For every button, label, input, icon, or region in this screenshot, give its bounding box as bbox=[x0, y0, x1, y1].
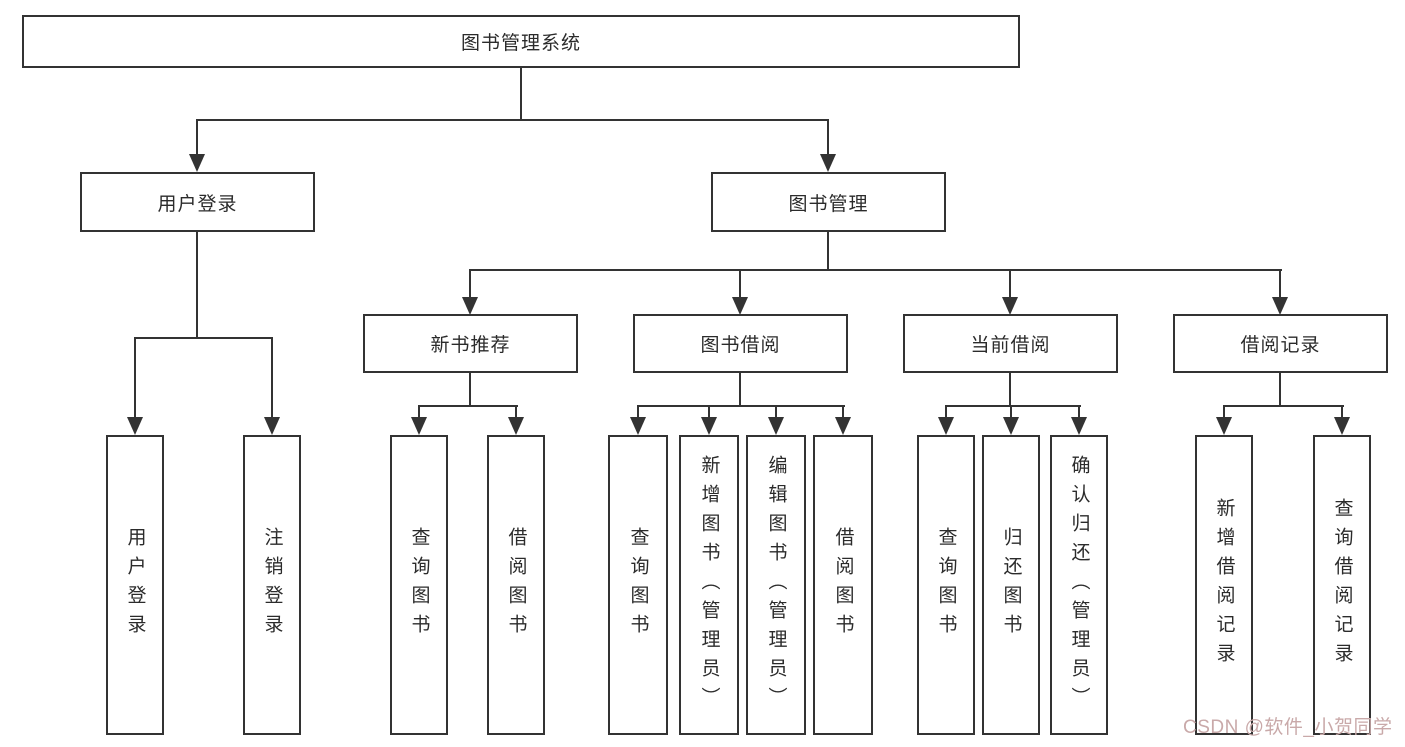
connector-bb-stem bbox=[739, 373, 741, 407]
node-leaf-query-book: 查询图书 bbox=[390, 435, 448, 735]
arrow-down-icon bbox=[820, 154, 836, 172]
csdn-watermark: CSDN @软件_小贺同学 bbox=[1183, 717, 1393, 738]
connector-root-split bbox=[196, 119, 829, 121]
connector-leaf bbox=[1078, 405, 1080, 420]
node-leaf-query-book: 查询图书 bbox=[917, 435, 975, 735]
leaf-label: 编辑图书（管理员） bbox=[765, 454, 787, 716]
connector-user-login-stem bbox=[196, 232, 198, 338]
connector-br-split bbox=[1223, 405, 1344, 407]
node-leaf-logout: 注销登录 bbox=[243, 435, 301, 735]
arrow-down-icon bbox=[1071, 417, 1087, 435]
connector-leaf bbox=[1010, 405, 1012, 420]
connector-cb-split bbox=[945, 405, 1081, 407]
node-leaf-add-borrow-record: 新增借阅记录 bbox=[1195, 435, 1253, 735]
leaf-label: 确认归还（管理员） bbox=[1068, 454, 1090, 716]
node-book-management: 图书管理 bbox=[711, 172, 946, 232]
connector-br-stem bbox=[1279, 373, 1281, 407]
arrow-down-icon bbox=[630, 417, 646, 435]
node-leaf-return-book: 归还图书 bbox=[982, 435, 1040, 735]
node-leaf-query-borrow-record: 查询借阅记录 bbox=[1313, 435, 1371, 735]
arrow-down-icon bbox=[508, 417, 524, 435]
node-library-management-system: 图书管理系统 bbox=[22, 15, 1020, 68]
connector-book-management-split bbox=[469, 269, 1282, 271]
connector-root-stem bbox=[520, 68, 522, 121]
connector-leaf bbox=[515, 405, 517, 420]
leaf-label: 新增图书（管理员） bbox=[698, 454, 720, 716]
connector-leaf bbox=[945, 405, 947, 420]
connector-to-user-login bbox=[196, 119, 198, 158]
node-new-book-recommend: 新书推荐 bbox=[363, 314, 578, 373]
connector-leaf bbox=[708, 405, 710, 420]
leaf-label: 注销登录 bbox=[261, 527, 283, 643]
connector-to-borrow-record bbox=[1279, 269, 1281, 301]
node-current-borrow: 当前借阅 bbox=[903, 314, 1118, 373]
connector-to-new-book-recommend bbox=[469, 269, 471, 301]
leaf-label: 查询借阅记录 bbox=[1331, 498, 1353, 672]
leaf-label: 查询图书 bbox=[627, 527, 649, 643]
arrow-down-icon bbox=[462, 297, 478, 315]
arrow-down-icon bbox=[938, 417, 954, 435]
arrow-down-icon bbox=[127, 417, 143, 435]
connector-leaf bbox=[1341, 405, 1343, 420]
arrow-down-icon bbox=[411, 417, 427, 435]
node-leaf-edit-book-admin: 编辑图书（管理员） bbox=[746, 435, 806, 735]
node-user-login: 用户登录 bbox=[80, 172, 315, 232]
leaf-label: 查询图书 bbox=[408, 527, 430, 643]
node-leaf-user-login: 用户登录 bbox=[106, 435, 164, 735]
arrow-down-icon bbox=[1334, 417, 1350, 435]
connector-nbr-stem bbox=[469, 373, 471, 407]
node-book-borrow: 图书借阅 bbox=[633, 314, 848, 373]
leaf-label: 新增借阅记录 bbox=[1213, 498, 1235, 672]
arrow-down-icon bbox=[264, 417, 280, 435]
node-leaf-borrow-book: 借阅图书 bbox=[813, 435, 873, 735]
node-leaf-borrow-book: 借阅图书 bbox=[487, 435, 545, 735]
connector-leaf bbox=[1223, 405, 1225, 420]
connector-leaf bbox=[842, 405, 844, 420]
arrow-down-icon bbox=[701, 417, 717, 435]
connector-to-current-borrow bbox=[1009, 269, 1011, 301]
connector-leaf bbox=[418, 405, 420, 420]
connector-to-leaf-login bbox=[134, 337, 136, 421]
node-leaf-confirm-return-admin: 确认归还（管理员） bbox=[1050, 435, 1108, 735]
arrow-down-icon bbox=[189, 154, 205, 172]
leaf-label: 借阅图书 bbox=[832, 527, 854, 643]
arrow-down-icon bbox=[835, 417, 851, 435]
node-leaf-add-book-admin: 新增图书（管理员） bbox=[679, 435, 739, 735]
leaf-label: 归还图书 bbox=[1000, 527, 1022, 643]
connector-to-leaf-logout bbox=[271, 337, 273, 421]
leaf-label: 用户登录 bbox=[124, 527, 146, 643]
connector-cb-stem bbox=[1009, 373, 1011, 407]
arrow-down-icon bbox=[1003, 417, 1019, 435]
leaf-label: 借阅图书 bbox=[505, 527, 527, 643]
connector-to-book-management bbox=[827, 119, 829, 158]
arrow-down-icon bbox=[1216, 417, 1232, 435]
connector-leaf bbox=[775, 405, 777, 420]
node-leaf-query-book: 查询图书 bbox=[608, 435, 668, 735]
node-borrow-record: 借阅记录 bbox=[1173, 314, 1388, 373]
connector-to-book-borrow bbox=[739, 269, 741, 301]
arrow-down-icon bbox=[768, 417, 784, 435]
connector-book-management-stem bbox=[827, 232, 829, 271]
connector-user-login-split bbox=[134, 337, 273, 339]
connector-nbr-split bbox=[418, 405, 518, 407]
connector-bb-split bbox=[637, 405, 845, 407]
arrow-down-icon bbox=[1002, 297, 1018, 315]
connector-leaf bbox=[637, 405, 639, 420]
arrow-down-icon bbox=[732, 297, 748, 315]
arrow-down-icon bbox=[1272, 297, 1288, 315]
leaf-label: 查询图书 bbox=[935, 527, 957, 643]
